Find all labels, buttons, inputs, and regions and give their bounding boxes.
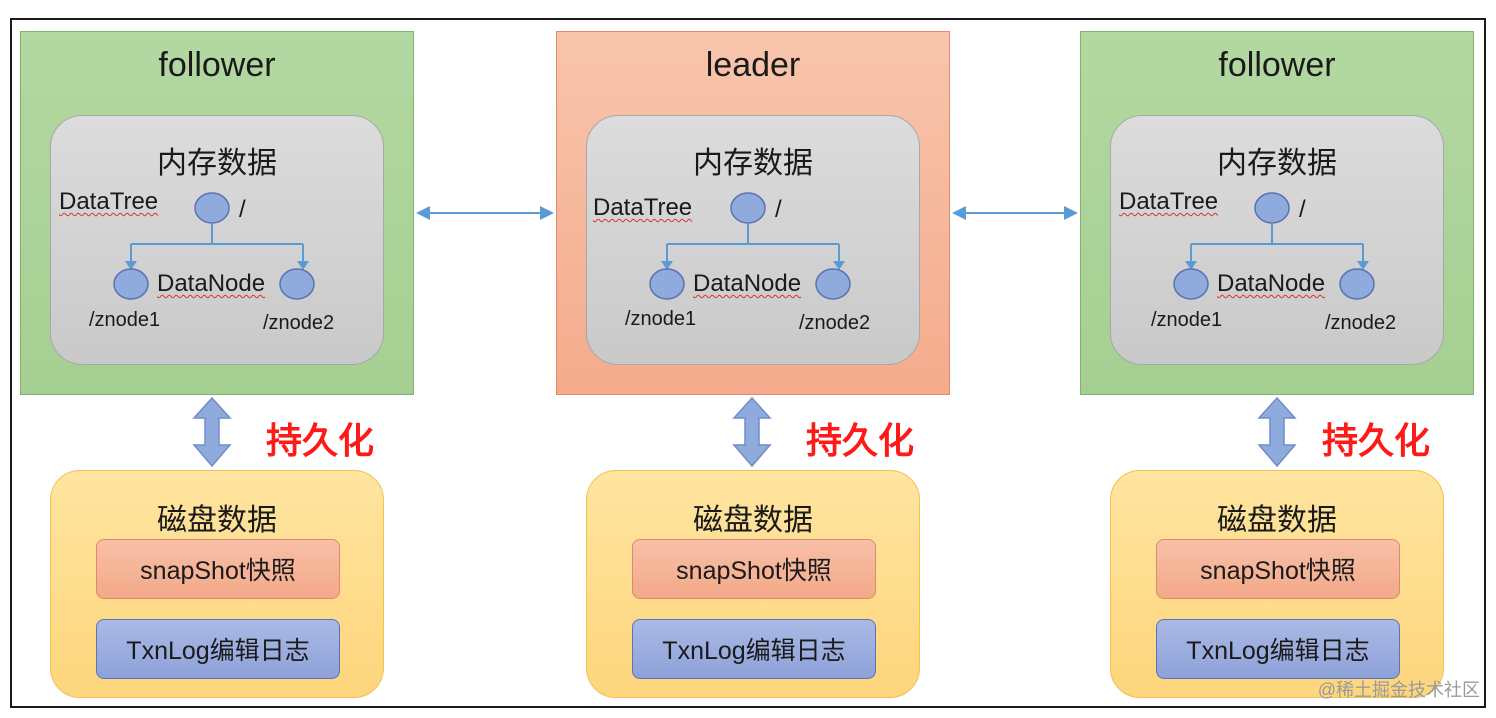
data-tree-label: DataTree (593, 194, 693, 221)
memory-data-title: 内存数据 (1217, 147, 1337, 180)
arrowhead-left-child (661, 261, 673, 270)
data-node-label: DataNode (1217, 270, 1326, 297)
data-tree-label: DataTree (59, 188, 159, 215)
role-title: follower (158, 46, 276, 84)
right-child-tree-node (279, 268, 315, 300)
znode2-label: /znode2 (799, 312, 871, 334)
memory-data-box: 内存数据 DataTree / DataNode /znode1 /znode2 (50, 115, 384, 365)
tree-connector (1190, 224, 1364, 264)
persist-label: 持久化 (266, 420, 375, 461)
txnlog-box: TxnLog编辑日志 (632, 619, 876, 679)
disk-data-box: 磁盘数据 snapShot快照 TxnLog编辑日志 (50, 470, 384, 698)
tree-connector (666, 224, 840, 264)
diagram-frame (10, 18, 1486, 708)
left-child-tree-node (649, 268, 685, 300)
arrowhead-right-child (833, 261, 845, 270)
snapshot-label: snapShot快照 (676, 557, 832, 585)
arrowhead-right-child (297, 261, 309, 270)
txnlog-box: TxnLog编辑日志 (1156, 619, 1400, 679)
tree-connector (130, 224, 304, 264)
left-child-tree-node (1173, 268, 1209, 300)
txnlog-label: TxnLog编辑日志 (1186, 637, 1370, 665)
arrowhead-left-child (1185, 261, 1197, 270)
snapshot-label: snapShot快照 (1200, 557, 1356, 585)
snapshot-box: snapShot快照 (96, 539, 340, 599)
disk-data-title: 磁盘数据 (1217, 504, 1337, 537)
arrowhead-left-child (125, 261, 137, 270)
txnlog-label: TxnLog编辑日志 (126, 637, 310, 665)
data-tree-graph (649, 192, 851, 300)
data-node-label: DataNode (693, 270, 802, 297)
memory-data-box: 内存数据 DataTree / DataNode /znode1 /znode2 (586, 115, 920, 365)
snapshot-box: snapShot快照 (632, 539, 876, 599)
role-title: follower (1218, 46, 1336, 84)
data-tree-graph (113, 192, 315, 300)
persist-label: 持久化 (806, 420, 915, 461)
znode2-label: /znode2 (263, 312, 335, 334)
data-tree-graph (1173, 192, 1375, 300)
znode1-label: /znode1 (625, 308, 697, 330)
root-tree-node (730, 192, 766, 224)
persist-label: 持久化 (1322, 420, 1431, 461)
disk-data-box: 磁盘数据 snapShot快照 TxnLog编辑日志 (1110, 470, 1444, 698)
root-path-label: / (775, 196, 782, 223)
memory-data-title: 内存数据 (157, 147, 277, 180)
znode1-label: /znode1 (89, 309, 161, 331)
disk-data-title: 磁盘数据 (157, 504, 277, 537)
znode2-label: /znode2 (1325, 312, 1397, 334)
data-node-label: DataNode (157, 270, 266, 297)
disk-data-box: 磁盘数据 snapShot快照 TxnLog编辑日志 (586, 470, 920, 698)
root-path-label: / (239, 196, 246, 223)
right-child-tree-node (815, 268, 851, 300)
disk-data-title: 磁盘数据 (693, 504, 813, 537)
data-tree-label: DataTree (1119, 188, 1219, 215)
root-tree-node (1254, 192, 1290, 224)
txnlog-label: TxnLog编辑日志 (662, 637, 846, 665)
root-path-label: / (1299, 196, 1306, 223)
left-child-tree-node (113, 268, 149, 300)
memory-data-box: 内存数据 DataTree / DataNode /znode1 /znode2 (1110, 115, 1444, 365)
txnlog-box: TxnLog编辑日志 (96, 619, 340, 679)
right-child-tree-node (1339, 268, 1375, 300)
znode1-label: /znode1 (1151, 309, 1223, 331)
root-tree-node (194, 192, 230, 224)
arrowhead-right-child (1357, 261, 1369, 270)
snapshot-box: snapShot快照 (1156, 539, 1400, 599)
memory-data-title: 内存数据 (693, 147, 813, 180)
role-title: leader (705, 46, 801, 84)
watermark: @稀土掘金技术社区 (1317, 680, 1480, 700)
snapshot-label: snapShot快照 (140, 557, 296, 585)
